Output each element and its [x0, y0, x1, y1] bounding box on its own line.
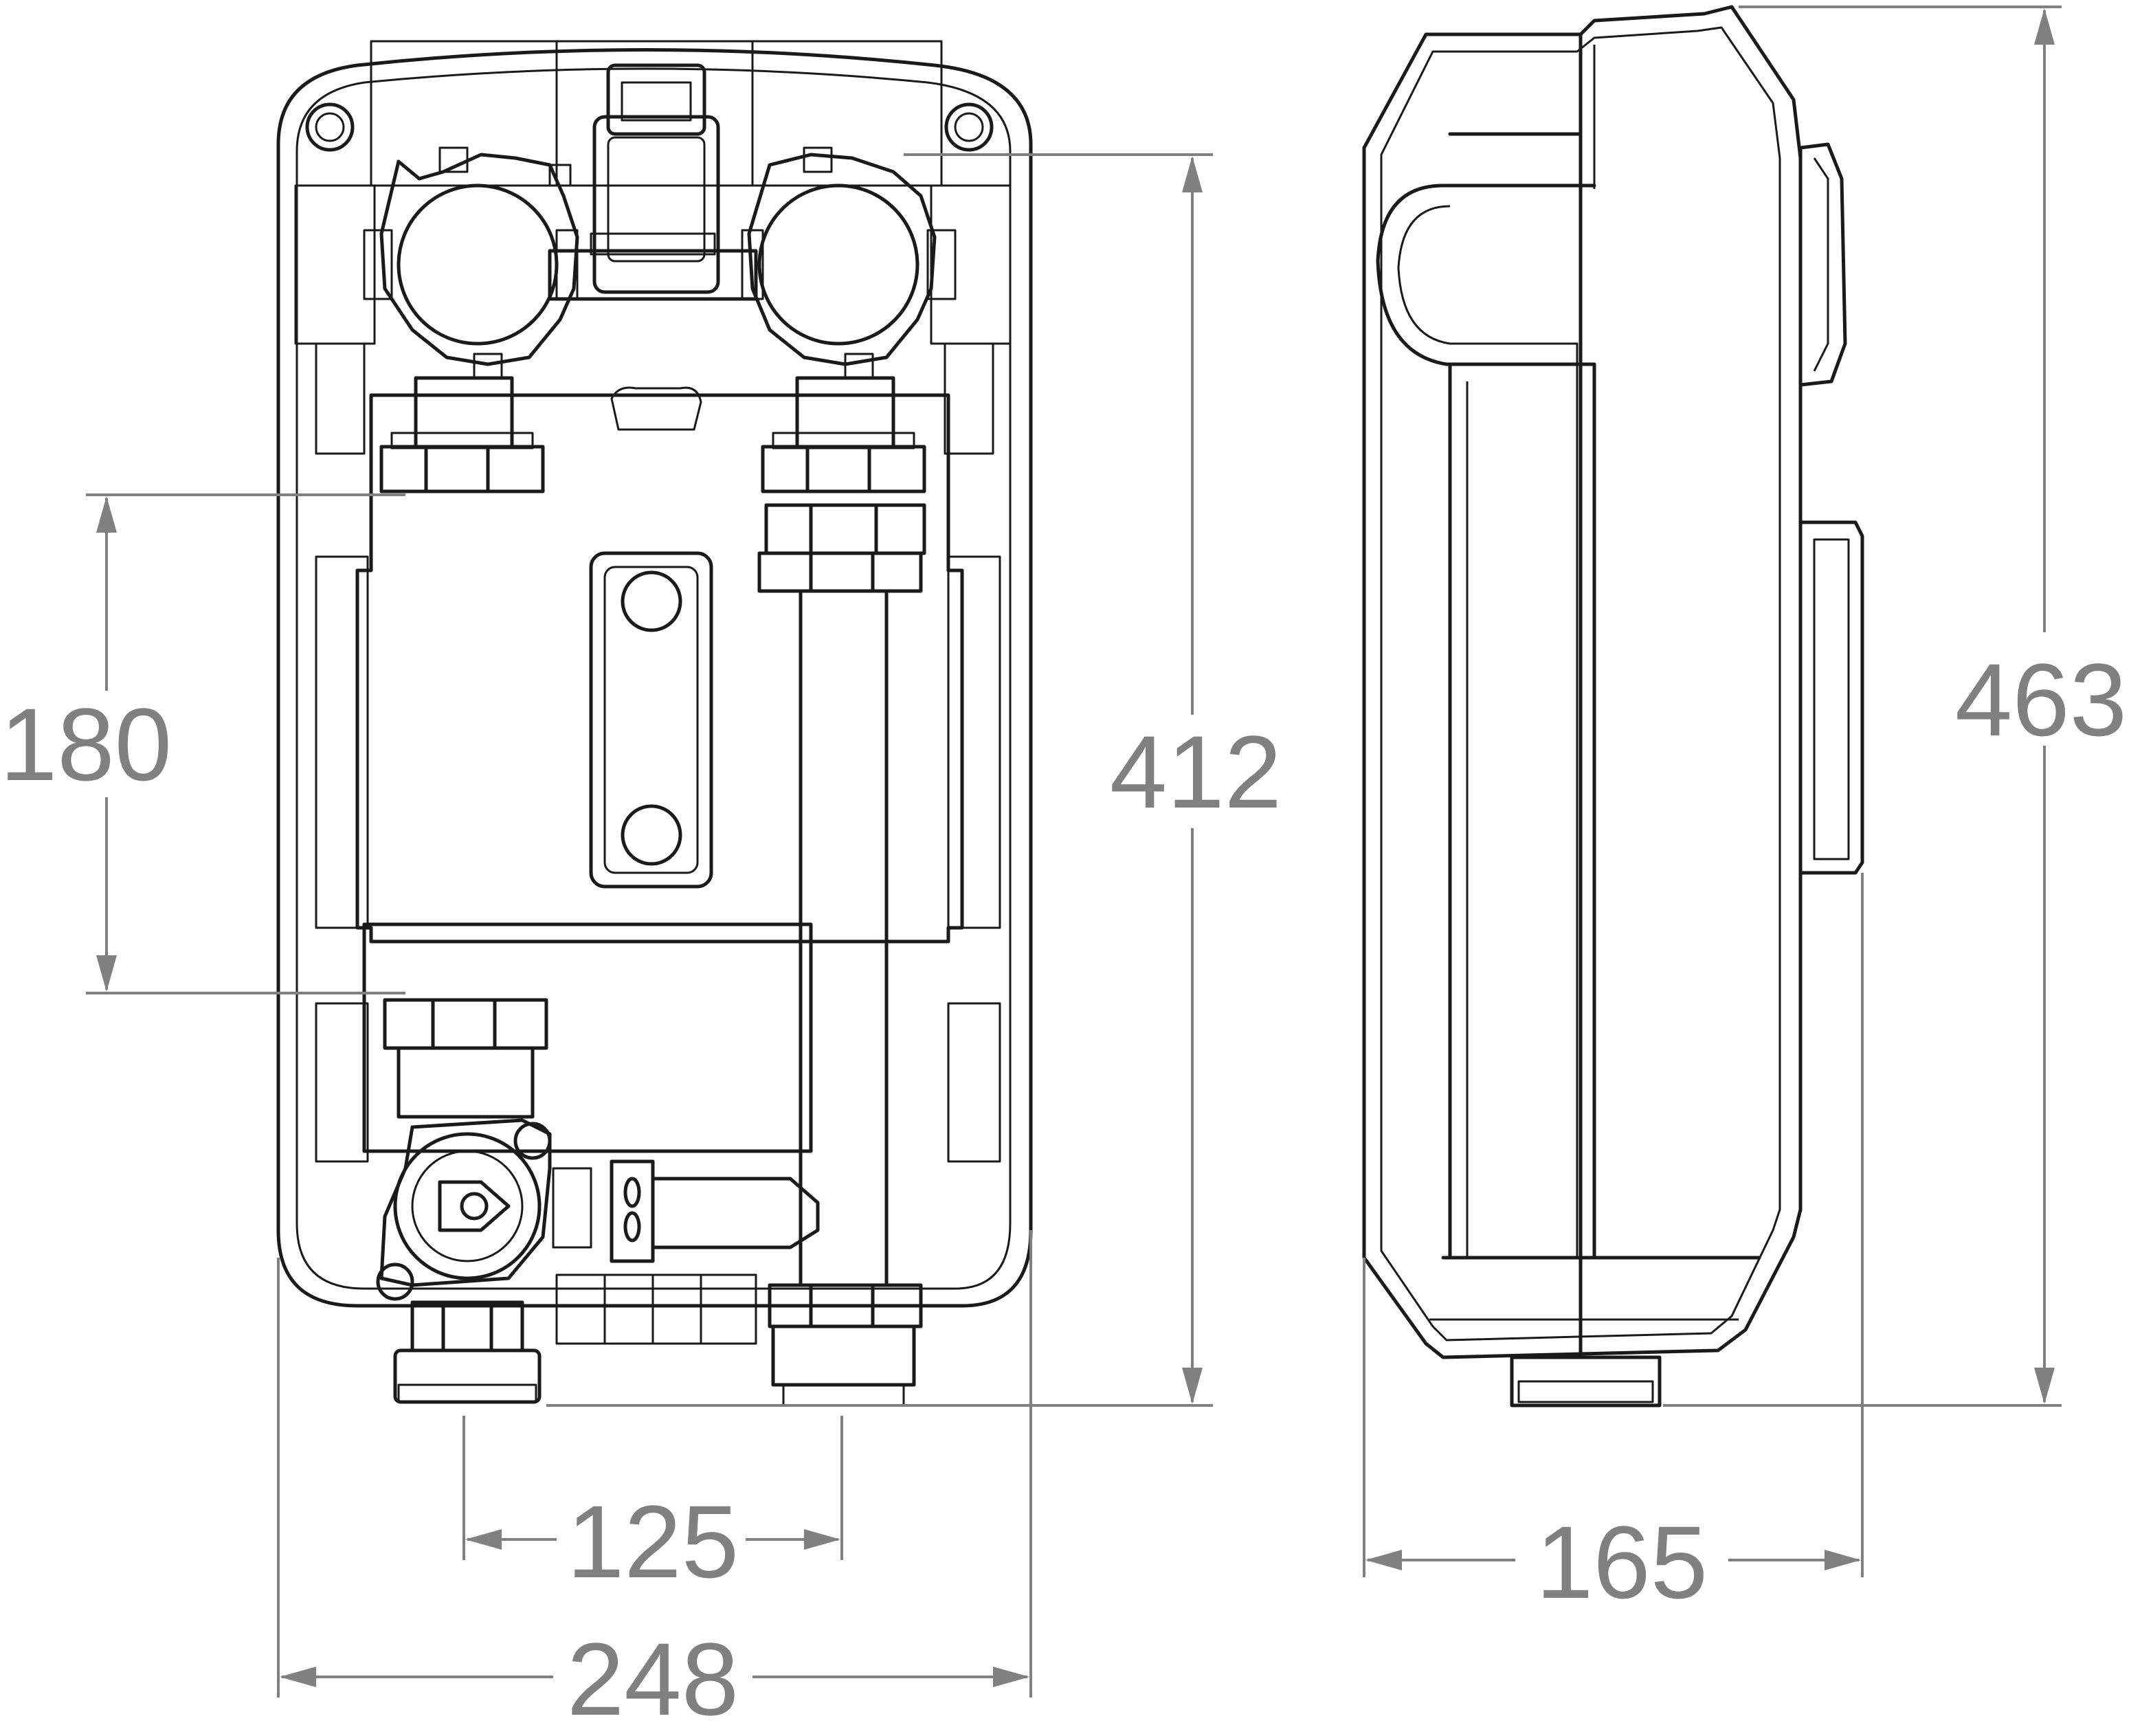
dimension-463: 463: [1663, 5, 2127, 1407]
dimension-label-125: 125: [567, 1484, 739, 1599]
side-housing-outline: [1362, 5, 1803, 1359]
dimension-412: 412: [546, 153, 1282, 1407]
dimension-165: 165: [1363, 873, 1864, 1620]
side-housing-cutout: [1376, 183, 1596, 1260]
mounting-hole-left: [305, 102, 355, 152]
dimension-label-165: 165: [1536, 1504, 1708, 1620]
dimension-248: 248: [277, 1230, 1032, 1736]
top-frame: [370, 40, 943, 187]
side-display: [1798, 520, 1864, 875]
dimension-180: 180: [0, 493, 405, 994]
bottom-connection-left: [393, 1300, 542, 1404]
front-housing-inner: [295, 67, 1012, 1290]
hex-nut-upper-left: [379, 432, 545, 493]
lower-body: [362, 922, 813, 1153]
side-view: [1362, 5, 1864, 1407]
hex-nut-upper-right: [761, 432, 926, 493]
dimension-lines: 180 412 463: [0, 5, 2127, 1736]
side-bottom-connection: [1510, 1355, 1662, 1407]
dimension-label-180: 180: [0, 687, 172, 802]
dimension-125: 125: [462, 1416, 843, 1599]
side-knob-top: [1798, 142, 1847, 387]
horizontal-pipe-lower: [610, 1159, 820, 1263]
bottom-connection-right: [768, 1283, 923, 1407]
top-bracket: [592, 115, 720, 294]
front-view: [276, 40, 1033, 1407]
dimension-label-463: 463: [1955, 642, 2127, 757]
mounting-hole-right: [944, 102, 994, 152]
ball-valve-bottom-left: [376, 1118, 592, 1301]
valve-crossbar: [548, 249, 758, 301]
ball-valve-top-left: [363, 146, 579, 379]
hex-nut-lower-left: [383, 998, 548, 1119]
dimension-label-412: 412: [1110, 714, 1282, 830]
vertical-pipe: [757, 503, 926, 1287]
dimension-label-248: 248: [567, 1621, 739, 1736]
main-panel: [355, 393, 964, 944]
top-clip: [606, 63, 706, 136]
ball-valve-top-right: [741, 146, 957, 379]
sight-glass: [589, 551, 713, 889]
